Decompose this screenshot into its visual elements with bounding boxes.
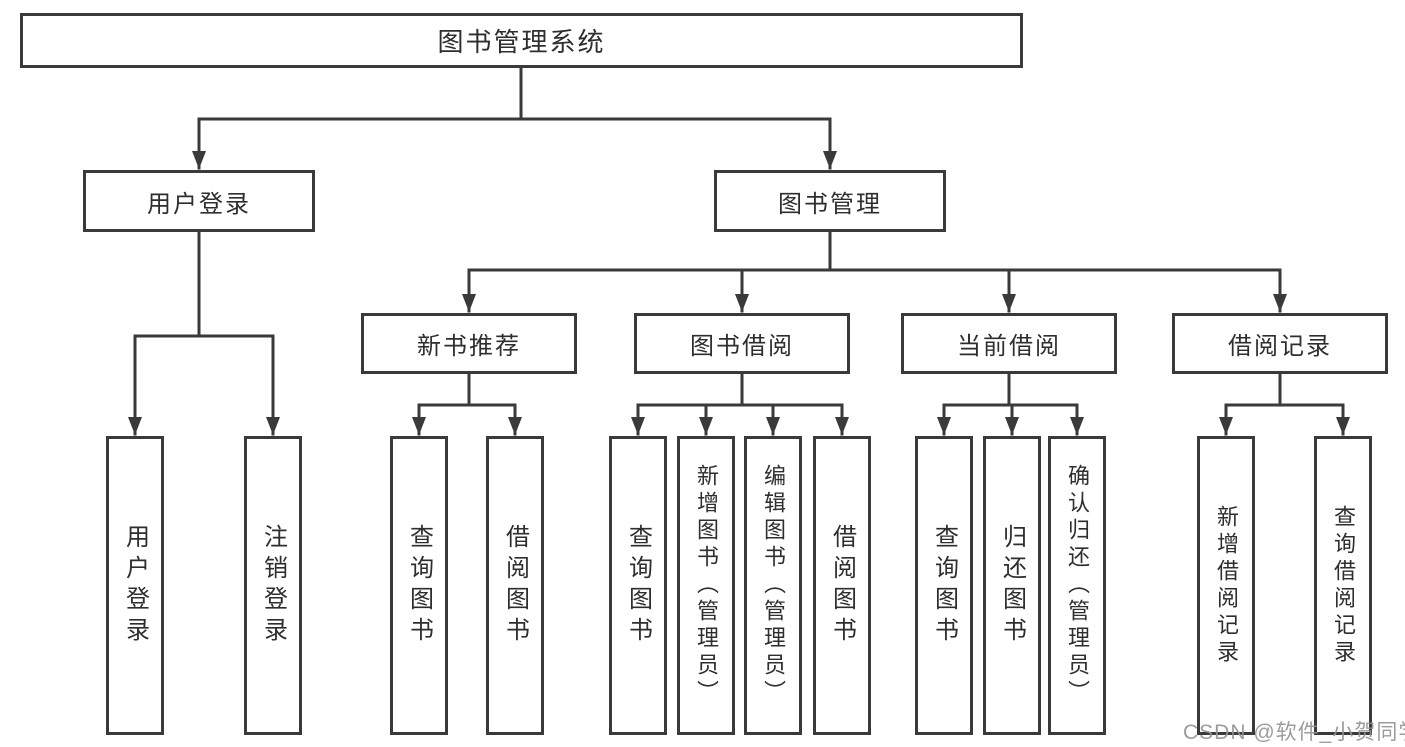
leaf-edit-book-admin: 编辑图书（管理员） (744, 436, 802, 735)
node-user-login: 用户登录 (83, 170, 315, 232)
node-system-root: 图书管理系统 (20, 13, 1023, 68)
node-label: 用户登录 (121, 523, 149, 648)
node-label: 借阅图书 (501, 523, 529, 648)
node-book-manage: 图书管理 (714, 170, 946, 232)
node-label: 当前借阅 (957, 333, 1061, 360)
node-label: 新增借阅记录 (1214, 504, 1239, 667)
connector-record (1219, 372, 1350, 436)
leaf-add-borrow-record: 新增借阅记录 (1197, 436, 1255, 735)
connector-current (937, 372, 1084, 436)
connector-manage (462, 230, 1287, 313)
leaf-return-book: 归还图书 (983, 436, 1041, 735)
node-label: 注销登录 (259, 523, 287, 648)
node-book-borrow: 图书借阅 (634, 313, 850, 374)
node-label: 图书管理 (778, 190, 882, 218)
node-label: 借阅记录 (1228, 333, 1332, 360)
node-label: 借阅图书 (828, 523, 856, 648)
node-current-borrow: 当前借阅 (901, 313, 1117, 374)
leaf-logout: 注销登录 (244, 436, 302, 735)
leaf-query-borrow-record: 查询借阅记录 (1314, 436, 1372, 735)
connector-root (192, 66, 837, 170)
node-borrow-record: 借阅记录 (1172, 313, 1388, 374)
leaf-current-query-book: 查询图书 (915, 436, 973, 735)
leaf-borrow-book: 借阅图书 (813, 436, 871, 735)
connector-recommend (412, 372, 522, 436)
node-label: 归还图书 (998, 523, 1026, 648)
node-label: 用户登录 (147, 190, 251, 218)
csdn-watermark: CSDN @软件_小贺同学 (1183, 721, 1405, 744)
leaf-borrow-query-book: 查询图书 (609, 436, 667, 735)
node-label: 查询图书 (405, 523, 433, 648)
leaf-recommend-query-book: 查询图书 (390, 436, 448, 735)
leaf-user-login: 用户登录 (106, 436, 164, 735)
node-new-book-recommend: 新书推荐 (361, 313, 577, 374)
node-label: 新书推荐 (417, 333, 521, 360)
leaf-confirm-return-admin: 确认归还（管理员） (1048, 436, 1106, 735)
node-label: 查询图书 (930, 523, 958, 648)
node-label: 新增图书（管理员） (694, 464, 719, 707)
node-label: 图书借阅 (690, 333, 794, 360)
leaf-add-book-admin: 新增图书（管理员） (677, 436, 735, 735)
node-label: 查询图书 (624, 523, 652, 648)
node-label: 图书管理系统 (437, 27, 606, 57)
connector-login (128, 230, 280, 436)
leaf-recommend-borrow-book: 借阅图书 (486, 436, 544, 735)
node-label: 确认归还（管理员） (1065, 464, 1090, 707)
node-label: 查询借阅记录 (1331, 504, 1356, 667)
connector-borrow (631, 372, 849, 436)
node-label: 编辑图书（管理员） (761, 464, 786, 707)
